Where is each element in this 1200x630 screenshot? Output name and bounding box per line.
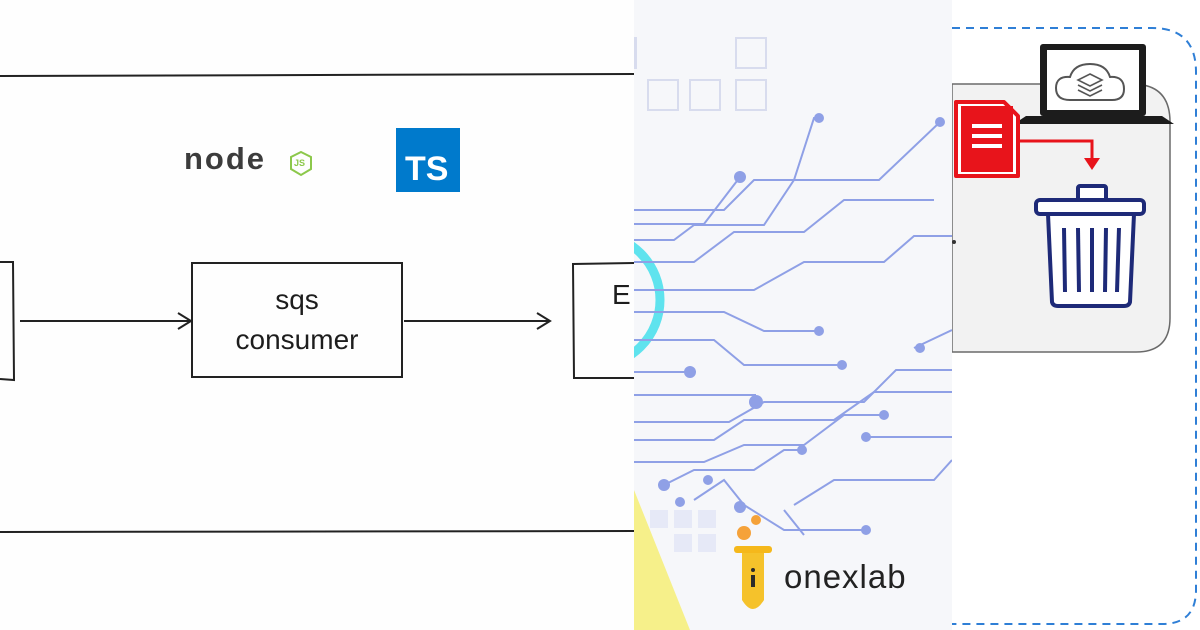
target-box xyxy=(571,262,634,379)
nodejs-logo-text: node xyxy=(184,141,267,176)
brand-name: onexlab xyxy=(784,558,907,595)
source-box xyxy=(0,261,16,382)
consumer-label: sqs consumer xyxy=(235,284,359,355)
dot xyxy=(952,240,956,244)
nodejs-badge-text: JS xyxy=(294,158,306,168)
brand-illustration-panel: onexlab xyxy=(634,0,952,630)
consumer-box xyxy=(191,262,403,378)
laptop-cloud-icon xyxy=(1014,44,1174,124)
nodejs-badge-icon xyxy=(290,150,312,177)
cyan-ring xyxy=(634,241,665,359)
frame-bottom-line xyxy=(0,530,634,533)
target-box-label: E xyxy=(612,279,631,310)
circuit-illustration xyxy=(634,37,952,630)
delete-illustration xyxy=(952,27,1197,625)
typescript-logo-text: TS xyxy=(405,150,449,188)
decorative-squares xyxy=(634,37,767,111)
pale-blocks xyxy=(650,510,716,552)
dashed-container xyxy=(952,27,1197,625)
arrow-down-icon xyxy=(1018,139,1100,170)
trash-icon xyxy=(1034,184,1146,308)
yellow-corner xyxy=(634,490,690,630)
circuit-nodes xyxy=(658,113,945,535)
document-icon xyxy=(954,100,1020,178)
sketch-canvas xyxy=(0,73,634,533)
typescript-logo xyxy=(396,128,460,192)
architecture-sketch-panel: sqs consumer E node JS TS xyxy=(0,73,634,533)
arrow-head xyxy=(536,312,552,330)
circuit-traces xyxy=(634,117,952,536)
test-tube-icon xyxy=(734,515,772,609)
frame-top-line xyxy=(0,73,634,77)
delete-file-panel xyxy=(952,0,1200,630)
